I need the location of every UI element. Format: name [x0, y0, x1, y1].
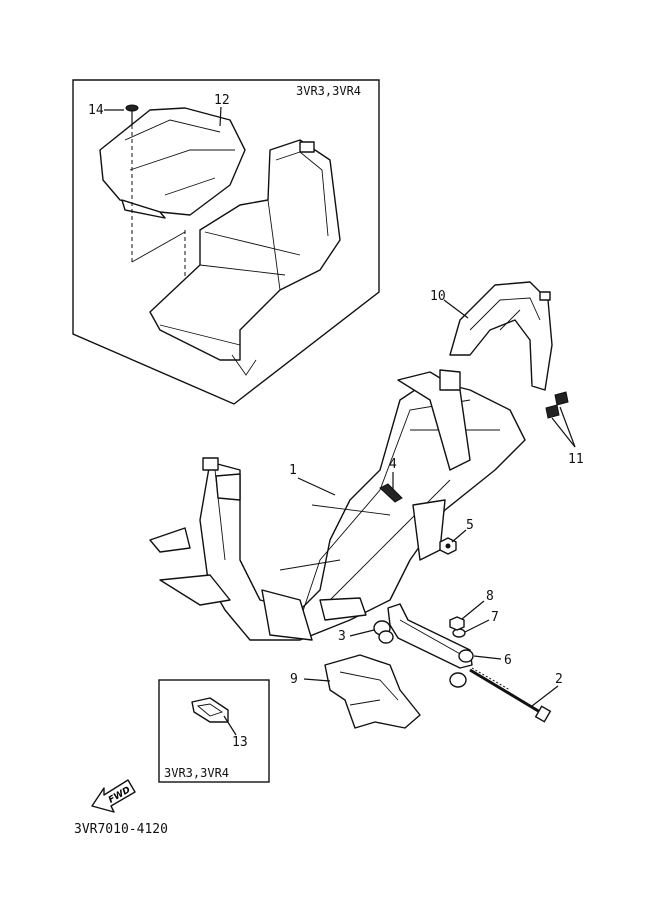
diagram-code: 3VR7010-4120 [74, 822, 168, 837]
svg-text:11: 11 [568, 452, 584, 467]
fwd-arrow-icon: FWD [91, 779, 136, 813]
svg-text:12: 12 [214, 93, 230, 108]
part-11-bolts [545, 391, 569, 419]
part-10-bracket [449, 281, 553, 391]
main-frame [149, 369, 526, 641]
svg-text:10: 10 [430, 289, 446, 304]
inset-top: 3VR3,3VR4 14 12 [72, 79, 380, 405]
callout-14: 14 [88, 103, 124, 118]
inset-bottom-border [158, 679, 270, 783]
svg-text:2: 2 [555, 672, 563, 687]
callout-8: 8 [461, 589, 494, 620]
callout-12: 12 [214, 93, 230, 127]
svg-text:8: 8 [486, 589, 494, 604]
part-2-bolt [469, 667, 552, 723]
callout-2: 2 [531, 672, 563, 707]
callout-7: 7 [464, 610, 499, 633]
part-8-nut [449, 616, 465, 631]
inset-bottom: 3VR3,3VR4 13 [158, 679, 270, 783]
svg-text:14: 14 [88, 103, 104, 118]
part-7-washer [452, 628, 466, 638]
inset-bottom-model-label: 3VR3,3VR4 [164, 766, 229, 780]
callout-6: 6 [473, 653, 512, 668]
inset-top-model-label: 3VR3,3VR4 [296, 84, 361, 98]
svg-text:3: 3 [338, 629, 346, 644]
engine-mount-linkage [387, 603, 473, 669]
callout-1: 1 [289, 463, 336, 496]
part-12-bracket [99, 107, 246, 219]
svg-text:1: 1 [289, 463, 297, 478]
callout-10: 10 [430, 289, 469, 319]
inset-frame [149, 139, 341, 376]
part-3-bushing [373, 620, 394, 644]
svg-text:7: 7 [491, 610, 499, 625]
part-14-bolt [125, 104, 139, 125]
callout-13: 13 [223, 715, 248, 750]
callout-5: 5 [451, 518, 474, 543]
part-9-cover [324, 654, 421, 729]
callout-3: 3 [338, 629, 375, 644]
inset-top-border [72, 79, 380, 405]
svg-text:6: 6 [504, 653, 512, 668]
callout-9: 9 [290, 672, 331, 687]
part-6-collar [449, 649, 474, 688]
svg-text:13: 13 [232, 735, 248, 750]
svg-text:9: 9 [290, 672, 298, 687]
part-13-grommet [191, 697, 229, 723]
callout-4: 4 [389, 457, 397, 490]
svg-text:5: 5 [466, 518, 474, 533]
svg-text:4: 4 [389, 457, 397, 472]
callout-11: 11 [551, 406, 584, 467]
part-4-bolt [379, 483, 403, 503]
